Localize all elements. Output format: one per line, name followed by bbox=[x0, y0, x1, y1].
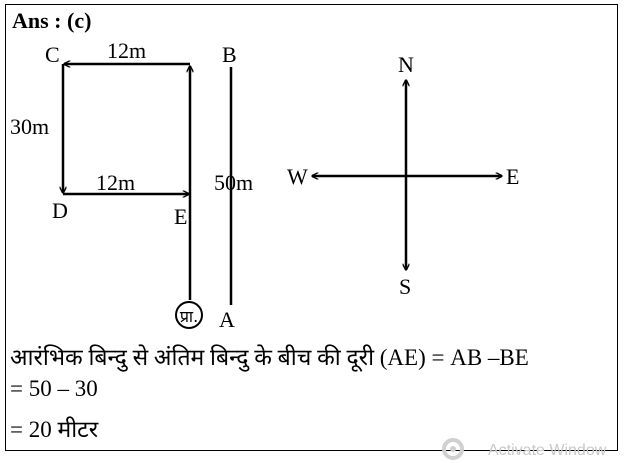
point-label-c: C bbox=[45, 42, 60, 67]
activate-windows-watermark: Activate Window bbox=[440, 438, 639, 463]
solution-line-1: आरंभिक बिन्दु से अंतिम बिन्दु के बीच की … bbox=[10, 345, 529, 370]
answer-heading: Ans : (c) bbox=[12, 8, 92, 33]
answer-box bbox=[5, 4, 618, 451]
point-label-d: D bbox=[52, 198, 68, 223]
distance-label-ab: 50m bbox=[214, 170, 253, 195]
point-label-a: A bbox=[219, 307, 235, 332]
start-point-circle bbox=[175, 301, 203, 329]
distance-label-cb: 12m bbox=[107, 38, 146, 63]
compass-label-north: N bbox=[398, 52, 414, 77]
compass-label-south: S bbox=[399, 274, 411, 299]
direction-diagram: प्रा. C B D E A 12m 30m 12m 50m N S E W bbox=[10, 38, 519, 332]
distance-label-cd: 30m bbox=[10, 114, 49, 139]
start-point-label: प्रा. bbox=[180, 307, 198, 326]
point-label-b: B bbox=[222, 42, 237, 67]
distance-label-de: 12m bbox=[96, 170, 135, 195]
compass-label-west: W bbox=[287, 164, 308, 189]
watermark-logo-icon bbox=[442, 438, 464, 460]
compass-label-east: E bbox=[506, 164, 519, 189]
solution-line-2: = 50 – 30 bbox=[10, 376, 98, 401]
solution-line-3: = 20 मीटर bbox=[10, 417, 99, 442]
watermark-text: Activate Window bbox=[488, 442, 607, 460]
point-label-e: E bbox=[174, 204, 187, 229]
